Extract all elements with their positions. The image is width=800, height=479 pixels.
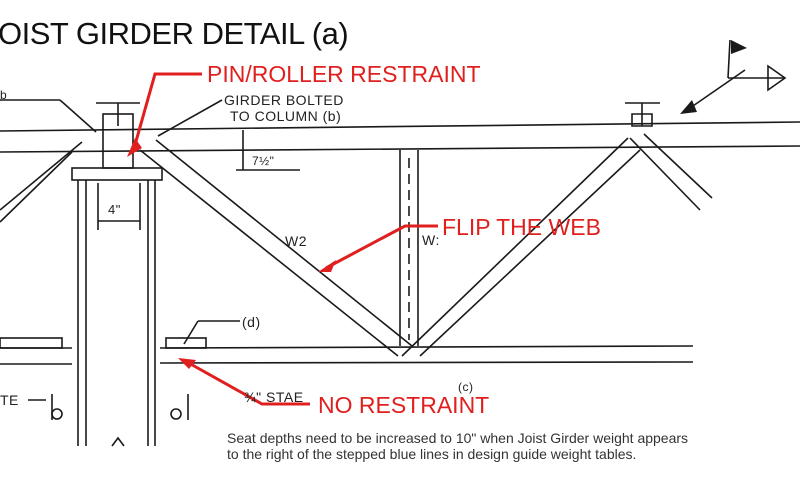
note-text: Seat depths need to be increased to 10" … [227,430,688,462]
web-w-partial-label: W: [422,232,440,248]
top-chord-upper [0,121,800,132]
web-w2-upper [139,149,399,357]
detail-d-label: (d) [242,314,261,330]
note-line-2: to the right of the stepped blue lines i… [227,446,637,462]
web-right-lower [419,149,641,357]
pin-roller-arrow [131,72,202,153]
stab-partial-label: ¾" STAE [244,389,304,405]
bottom-chord-upper [159,345,694,349]
top-left-partial-label: b [0,88,8,102]
te-partial-label: TE [0,392,19,408]
dim-4-label: 4" [108,202,121,217]
pin-roller-label: PIN/ROLLER RESTRAINT [207,61,481,87]
bottom-chord-lower [159,361,694,364]
detail-c-partial-label: (c) [458,380,474,394]
girder-bolted-label: GIRDER BOLTED [224,92,344,108]
to-column-label: TO COLUMN (b) [230,108,342,124]
web-w2-lower [155,139,413,347]
cap-plate [71,167,163,181]
flip-web-arrow [325,224,438,270]
page-title: OIST GIRDER DETAIL (a) [0,16,349,51]
flip-web-label: FLIP THE WEB [442,214,601,240]
web-w2-label: W2 [285,233,307,249]
note-line-1: Seat depths need to be increased to 10" … [227,430,689,446]
dim-7-5-label: 7½" [252,154,275,168]
no-restraint-label: NO RESTRAINT [318,392,490,418]
no-restraint-arrow [186,360,310,406]
web-right-upper [401,137,629,357]
